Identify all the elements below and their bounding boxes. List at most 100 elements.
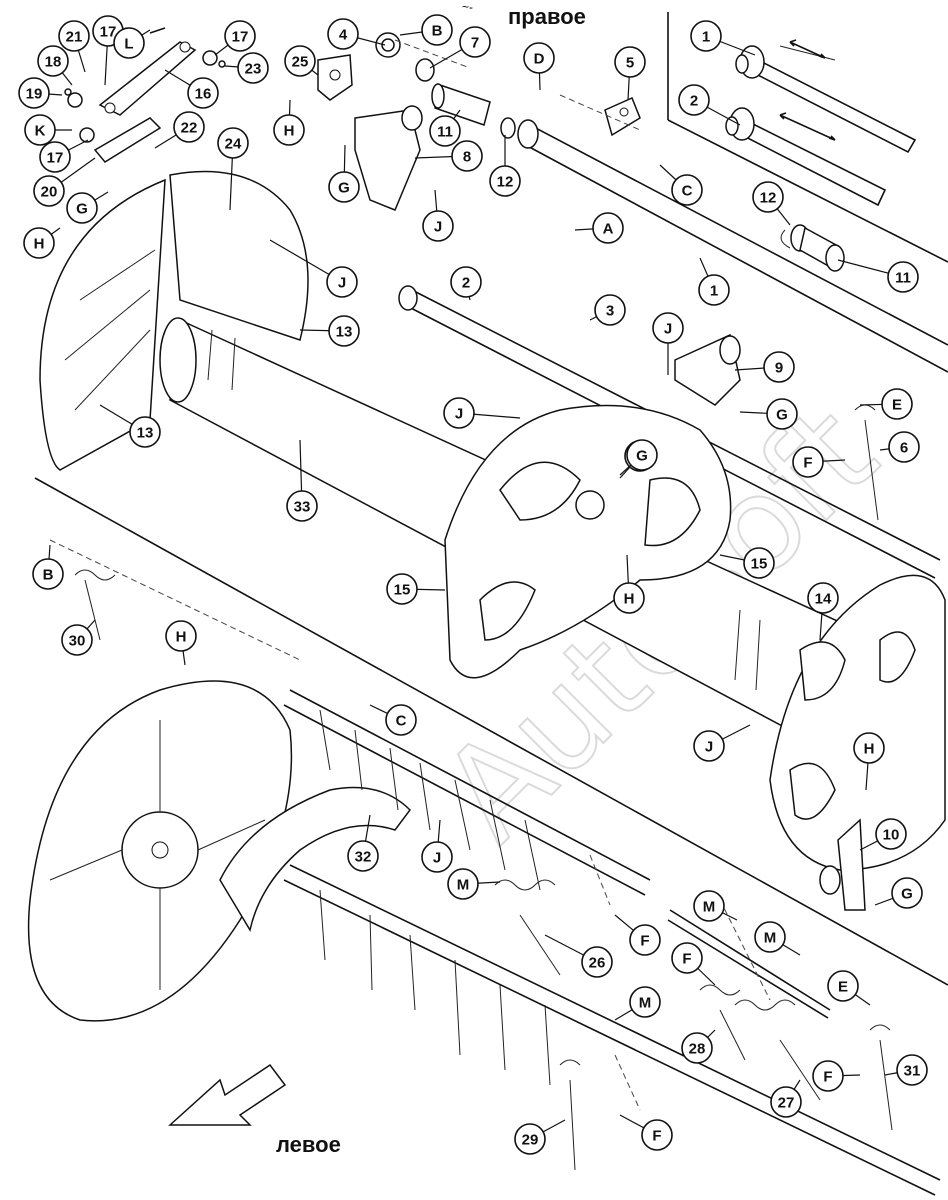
bearing-brackets	[317, 32, 516, 211]
callout-label: D	[534, 51, 545, 68]
callout-label: 15	[751, 556, 768, 573]
callout-label: 17	[100, 24, 117, 41]
callout-label: 24	[225, 136, 242, 153]
callout-circle	[671, 174, 703, 206]
callout-circle	[763, 351, 795, 383]
callout-label: 30	[69, 633, 86, 650]
callout-label: H	[864, 741, 875, 758]
callout-28: 28	[681, 1029, 716, 1064]
callout-circle	[459, 26, 491, 58]
callout-2: 2	[678, 84, 741, 126]
callout-label: 12	[760, 190, 777, 207]
callout-circle	[273, 114, 305, 146]
callout-20: 20	[33, 157, 96, 207]
callout-g: G	[874, 877, 923, 909]
callout-label: G	[901, 886, 913, 903]
callout-label: H	[284, 123, 295, 140]
callout-label: 3	[606, 303, 614, 320]
callout-circle	[32, 558, 64, 590]
callout-12: 12	[489, 135, 521, 197]
callout-label: K	[35, 123, 46, 140]
callout-label: 12	[497, 174, 514, 191]
callout-10: 10	[859, 818, 907, 851]
callout-13: 13	[299, 315, 360, 347]
callout-11: 11	[837, 259, 919, 293]
callout-circle	[66, 192, 98, 224]
callout-circle	[770, 1086, 802, 1118]
callout-h: H	[613, 554, 645, 614]
callout-22: 22	[154, 111, 205, 149]
callout-f: F	[812, 1060, 861, 1092]
callout-8: 8	[414, 140, 483, 172]
callout-27: 27	[770, 1079, 802, 1118]
callout-circle	[523, 42, 555, 74]
callout-g: G	[619, 439, 658, 476]
callout-g: G	[739, 398, 798, 430]
inset-shafts	[725, 39, 917, 272]
callout-j: J	[269, 239, 358, 298]
callout-21: 21	[58, 20, 90, 73]
shaft-upper	[517, 96, 948, 373]
callout-label: 27	[778, 1095, 795, 1112]
callout-label: 13	[336, 324, 353, 341]
callout-circle	[592, 212, 624, 244]
callout-circle	[386, 573, 418, 605]
callout-circle	[690, 20, 722, 52]
callout-b: B	[399, 14, 453, 46]
callout-label: 18	[45, 54, 62, 71]
callout-1: 1	[698, 257, 730, 306]
callout-circle	[421, 14, 453, 46]
callout-33: 33	[286, 439, 318, 522]
callout-m: M	[693, 890, 738, 922]
assembly-guides	[49, 39, 771, 1111]
callout-j: J	[422, 189, 454, 242]
callout-label: J	[434, 219, 442, 236]
callout-circle	[326, 266, 358, 298]
callout-label: 13	[137, 425, 154, 442]
callout-j: J	[652, 312, 684, 375]
callout-label: G	[776, 407, 788, 424]
callout-circle	[891, 877, 923, 909]
callout-b: B	[32, 544, 64, 590]
callout-circle	[594, 294, 626, 326]
callout-f: F	[614, 914, 661, 956]
callout-label: 33	[294, 499, 311, 516]
callout-15: 15	[719, 547, 775, 579]
callout-label: 26	[589, 955, 606, 972]
callout-circle	[217, 127, 249, 159]
callout-label: 22	[181, 120, 198, 137]
callout-l: L	[113, 27, 151, 59]
callout-label: J	[455, 406, 463, 423]
callout-circle	[37, 45, 69, 77]
callout-label: 6	[900, 440, 908, 457]
callout-label: M	[457, 877, 470, 894]
callout-15: 15	[386, 573, 446, 605]
callout-k: K	[24, 114, 72, 146]
callout-circle	[693, 890, 725, 922]
callout-circle	[581, 946, 613, 978]
callout-label: H	[34, 236, 45, 253]
callout-label: 1	[710, 283, 718, 300]
callout-circle	[743, 547, 775, 579]
callout-circle	[853, 732, 885, 764]
callout-label: 11	[437, 124, 453, 141]
callout-circle	[812, 1060, 844, 1092]
callout-label: 28	[689, 1041, 706, 1058]
callout-24: 24	[217, 127, 249, 211]
callout-label: F	[823, 1069, 832, 1086]
label-right-side: правое	[508, 4, 586, 29]
callout-label: 21	[66, 29, 83, 46]
callout-j: J	[443, 397, 521, 429]
callout-26: 26	[544, 934, 613, 978]
callout-label: 4	[339, 27, 348, 44]
callout-label: M	[639, 995, 652, 1012]
callout-label: 2	[462, 275, 470, 292]
callout-circle	[681, 1032, 713, 1064]
callout-circle	[328, 171, 360, 203]
callout-circle	[827, 970, 859, 1002]
callout-g: G	[66, 191, 109, 224]
callout-label: G	[338, 180, 350, 197]
callout-circle	[385, 704, 417, 736]
callout-circle	[754, 921, 786, 953]
callout-label: G	[76, 201, 88, 218]
